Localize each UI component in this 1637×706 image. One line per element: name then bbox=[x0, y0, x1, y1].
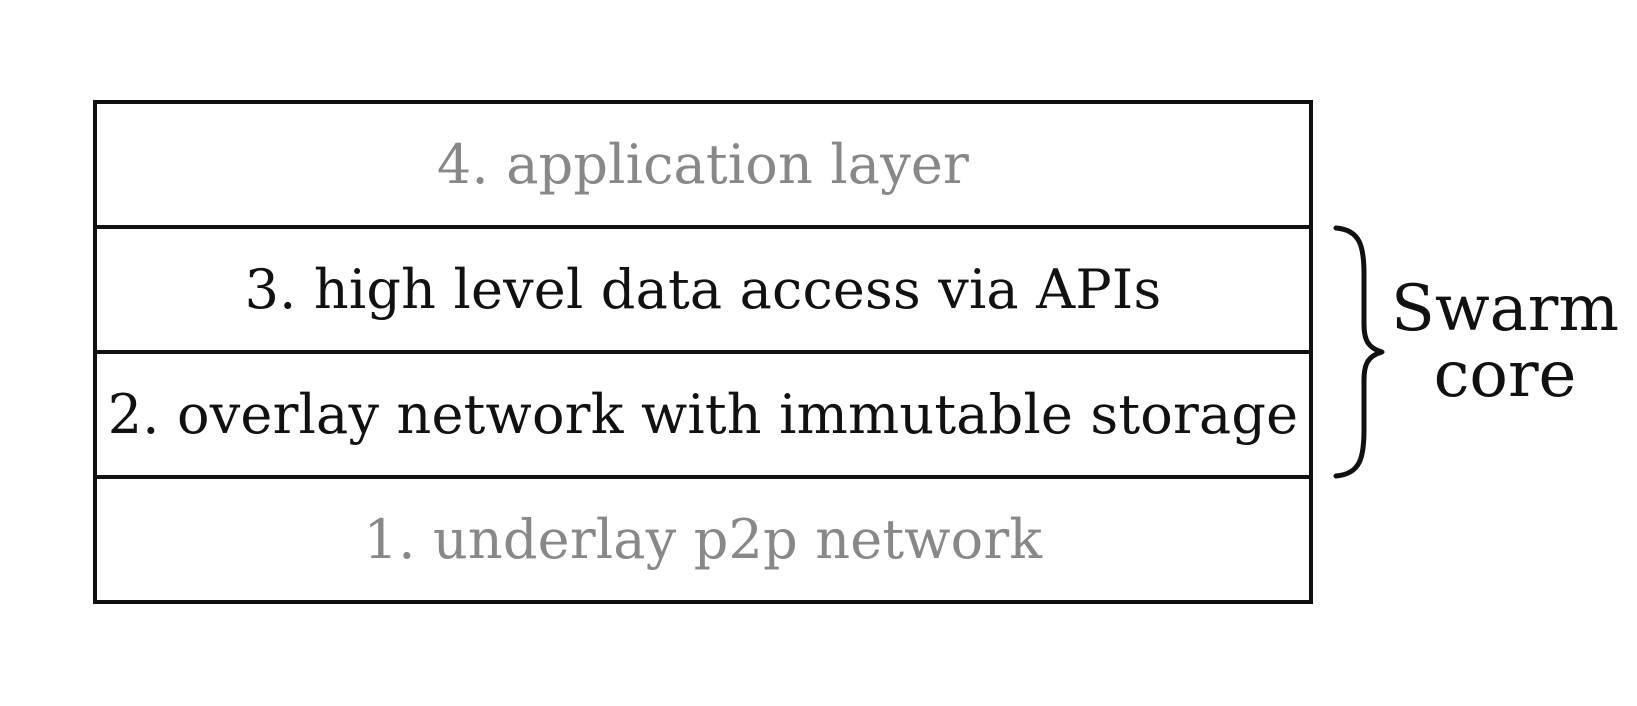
layer-1-underlay-network: 1. underlay p2p network bbox=[97, 475, 1309, 600]
layer-2-overlay-network: 2. overlay network with immutable storag… bbox=[97, 350, 1309, 475]
layer-stack: 4. application layer 3. high level data … bbox=[93, 100, 1313, 604]
swarm-core-label-line1: Swarm bbox=[1390, 272, 1620, 346]
layer-4-application: 4. application layer bbox=[436, 132, 970, 196]
layer-3-api-access: 3. high level data access via APIs bbox=[97, 225, 1309, 350]
swarm-core-label: Swarm core bbox=[1380, 276, 1630, 408]
swarm-core-label-line2: core bbox=[1433, 338, 1577, 412]
curly-brace-icon bbox=[1333, 225, 1385, 479]
